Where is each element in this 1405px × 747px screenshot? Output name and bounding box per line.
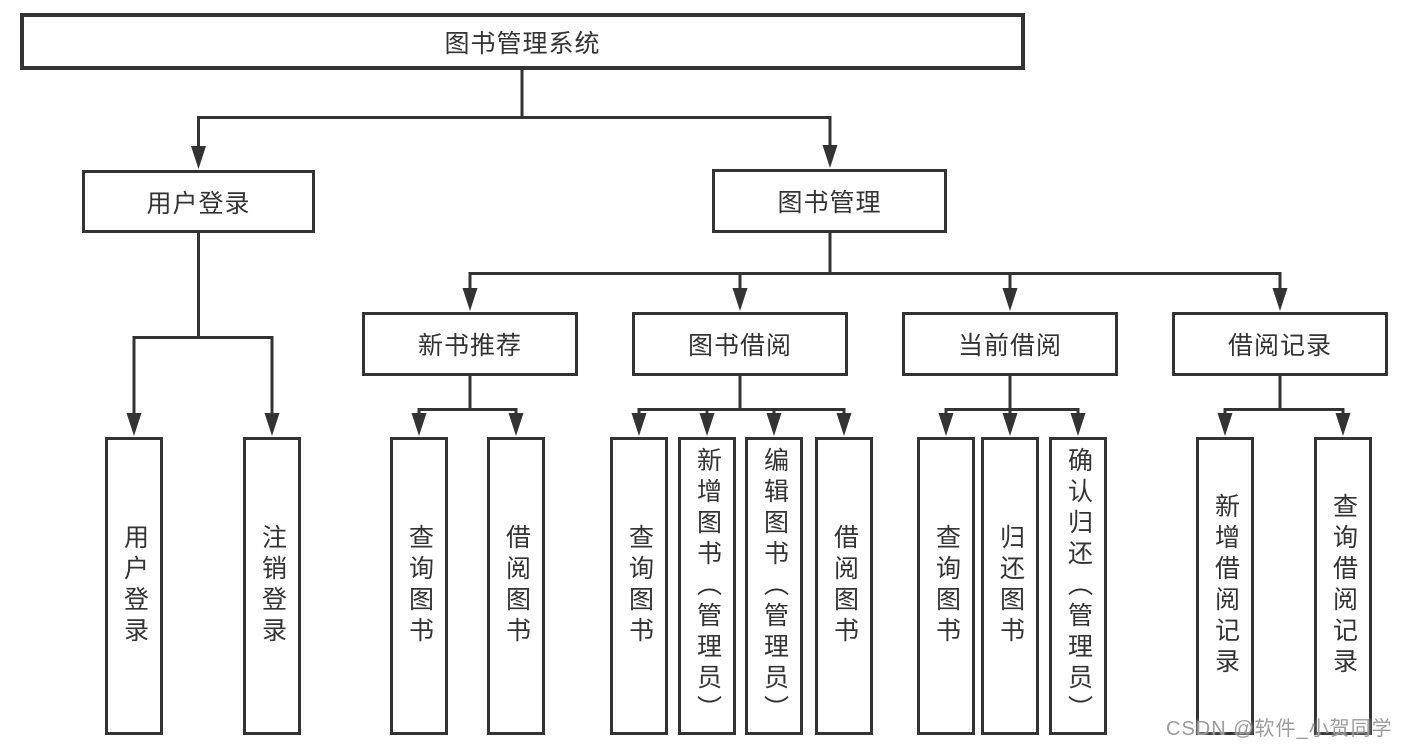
node-borrowing-records: 借阅记录 [1172,312,1388,376]
node-book-borrowing: 图书借阅 [632,312,848,376]
leaf-return-books: 归还图书 [981,437,1039,735]
leaf-user-login: 用户登录 [105,437,163,735]
node-book-management: 图书管理 [712,169,947,233]
leaf-add-book-admin: 新增图书（管理员） [678,437,736,735]
leaf-edit-book-admin: 编辑图书（管理员） [745,437,803,735]
csdn-watermark: CSDN @软件_小贺同学 [1166,718,1393,740]
leaf-add-borrow-record: 新增借阅记录 [1196,437,1254,735]
leaf-query-books: 查询图书 [917,437,975,735]
leaf-query-books: 查询图书 [390,437,448,735]
leaf-logout: 注销登录 [243,437,301,735]
node-current-borrowing: 当前借阅 [902,312,1118,376]
leaf-query-borrow-record: 查询借阅记录 [1314,437,1372,735]
leaf-query-books: 查询图书 [610,437,668,735]
node-new-book-recommend: 新书推荐 [362,312,578,376]
leaf-borrow-books: 借阅图书 [815,437,873,735]
leaf-borrow-books: 借阅图书 [487,437,545,735]
leaf-confirm-return-admin: 确认归还（管理员） [1049,437,1107,735]
node-user-login: 用户登录 [82,170,315,233]
node-library-management-system: 图书管理系统 [20,13,1025,70]
